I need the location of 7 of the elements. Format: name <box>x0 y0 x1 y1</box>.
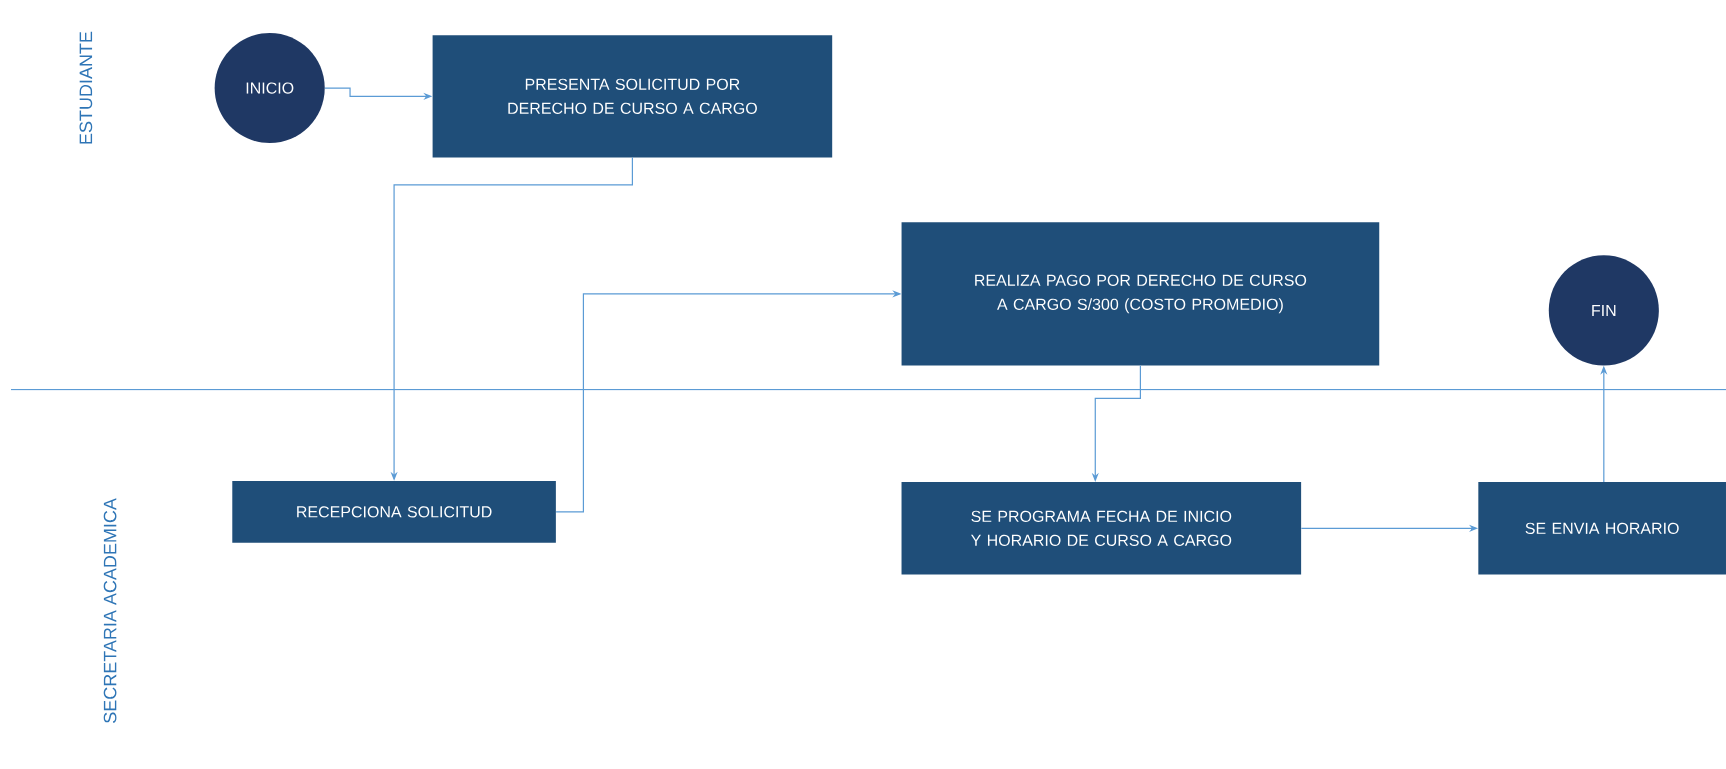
lane-label: SECRETARIA ACADEMICA <box>103 497 117 723</box>
process-box: SE PROGRAMA FECHA DE INICIO Y HORARIO DE CURSO A CARGO <box>901 481 1302 575</box>
process-box: REALIZA PAGO POR DERECHO DE CURSO A CARGO S/300 (COSTO PROMEDIO) <box>901 222 1380 366</box>
process-box: PRESENTA SOLICITUD POR DERECHO DE CURSO A CARGO <box>432 35 833 158</box>
process-box: RECEPCIONA SOLICITUD <box>232 480 556 543</box>
process-box: SE ENVIA HORARIO <box>1478 481 1726 575</box>
lane-label: ESTUDIANTE <box>79 31 93 144</box>
